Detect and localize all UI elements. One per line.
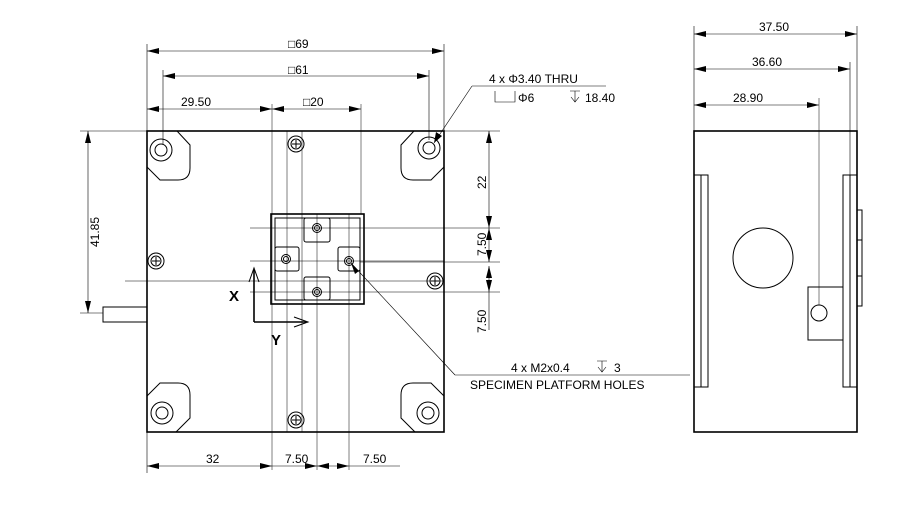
drive-shaft	[102, 306, 148, 323]
dim-overall-width: □69	[146, 37, 445, 131]
dim-platform-size: □20	[272, 95, 361, 112]
callout-platform-line1: 4 x M2x0.4	[511, 361, 570, 375]
dim-overall-width-label: □69	[288, 37, 309, 51]
dim-side-28-90-label: 28.90	[733, 91, 763, 105]
dim-top-to-platform-label: 22	[475, 175, 489, 189]
dim-platform-pitch-upper: 7.50	[360, 228, 500, 263]
x-axis-label: X	[229, 288, 239, 305]
mount-hole-bottom-right	[400, 382, 445, 433]
dim-bottom-pitch-left: 7.50	[272, 452, 317, 469]
stage-body-outline	[146, 130, 445, 433]
side-view: 37.50 36.60 28.90	[693, 20, 863, 433]
dim-left-offset-label: 29.50	[181, 95, 211, 109]
center-lines	[125, 104, 500, 470]
depth-symbol-mount	[570, 90, 580, 103]
dim-hole-pitch: □61	[162, 63, 430, 145]
side-shaft-end	[810, 304, 828, 322]
front-view: X Y □69 □61 29.50	[80, 37, 690, 473]
dim-overall-height-label: 41.85	[88, 217, 102, 247]
dim-left-offset: 29.50	[147, 95, 272, 112]
side-connector	[856, 209, 863, 307]
dim-side-36-60: 36.60	[694, 55, 851, 175]
depth-symbol-platform	[597, 360, 607, 373]
callout-platform-holes: 4 x M2x0.4 3 SPECIMEN PLATFORM HOLES	[350, 262, 690, 392]
callout-mount-counterbore: Φ6	[518, 91, 535, 105]
dim-bottom-left-label: 32	[206, 452, 220, 466]
callout-mount-line1: 4 x Φ3.40 THRU	[489, 72, 578, 86]
mount-hole-top-left	[146, 130, 191, 181]
screw-left	[147, 252, 165, 270]
dim-side-37-50: 37.50	[693, 20, 858, 131]
screw-top	[287, 135, 305, 153]
dim-side-36-60-label: 36.60	[752, 55, 782, 69]
dim-side-37-50-label: 37.50	[759, 20, 789, 34]
dim-bottom-pitch-right-label: 7.50	[363, 452, 387, 466]
callout-platform-line2: SPECIMEN PLATFORM HOLES	[470, 378, 644, 392]
dim-overall-height: 41.85	[80, 130, 147, 314]
dim-platform-pitch-lower: 7.50	[475, 266, 492, 333]
callout-platform-depth: 3	[614, 361, 621, 375]
callout-mount-depth: 18.40	[585, 91, 615, 105]
mount-hole-bottom-left	[146, 382, 191, 433]
dim-platform-size-label: □20	[303, 95, 324, 109]
dim-bottom-pitch-left-label: 7.50	[285, 452, 309, 466]
dim-top-to-platform: 22	[444, 130, 500, 228]
side-body-outline	[693, 130, 858, 433]
side-shaft-block	[807, 286, 844, 341]
dim-platform-pitch-lower-label: 7.50	[475, 309, 489, 333]
axis-indicator: X Y	[229, 266, 310, 349]
dim-bottom-pitch-right: 7.50	[317, 452, 400, 469]
dim-platform-pitch-upper-label: 7.50	[475, 232, 489, 256]
callout-mount-holes: 4 x Φ3.40 THRU Φ6 18.40	[433, 72, 615, 144]
dim-side-28-90: 28.90	[694, 91, 819, 108]
screw-bottom	[287, 411, 305, 429]
dim-bottom-left: 32	[146, 432, 272, 473]
side-adjust-knob	[732, 227, 794, 289]
dim-hole-pitch-label: □61	[288, 63, 309, 77]
specimen-platform	[270, 213, 365, 305]
counterbore-symbol	[494, 91, 516, 103]
y-axis-label: Y	[271, 332, 281, 349]
